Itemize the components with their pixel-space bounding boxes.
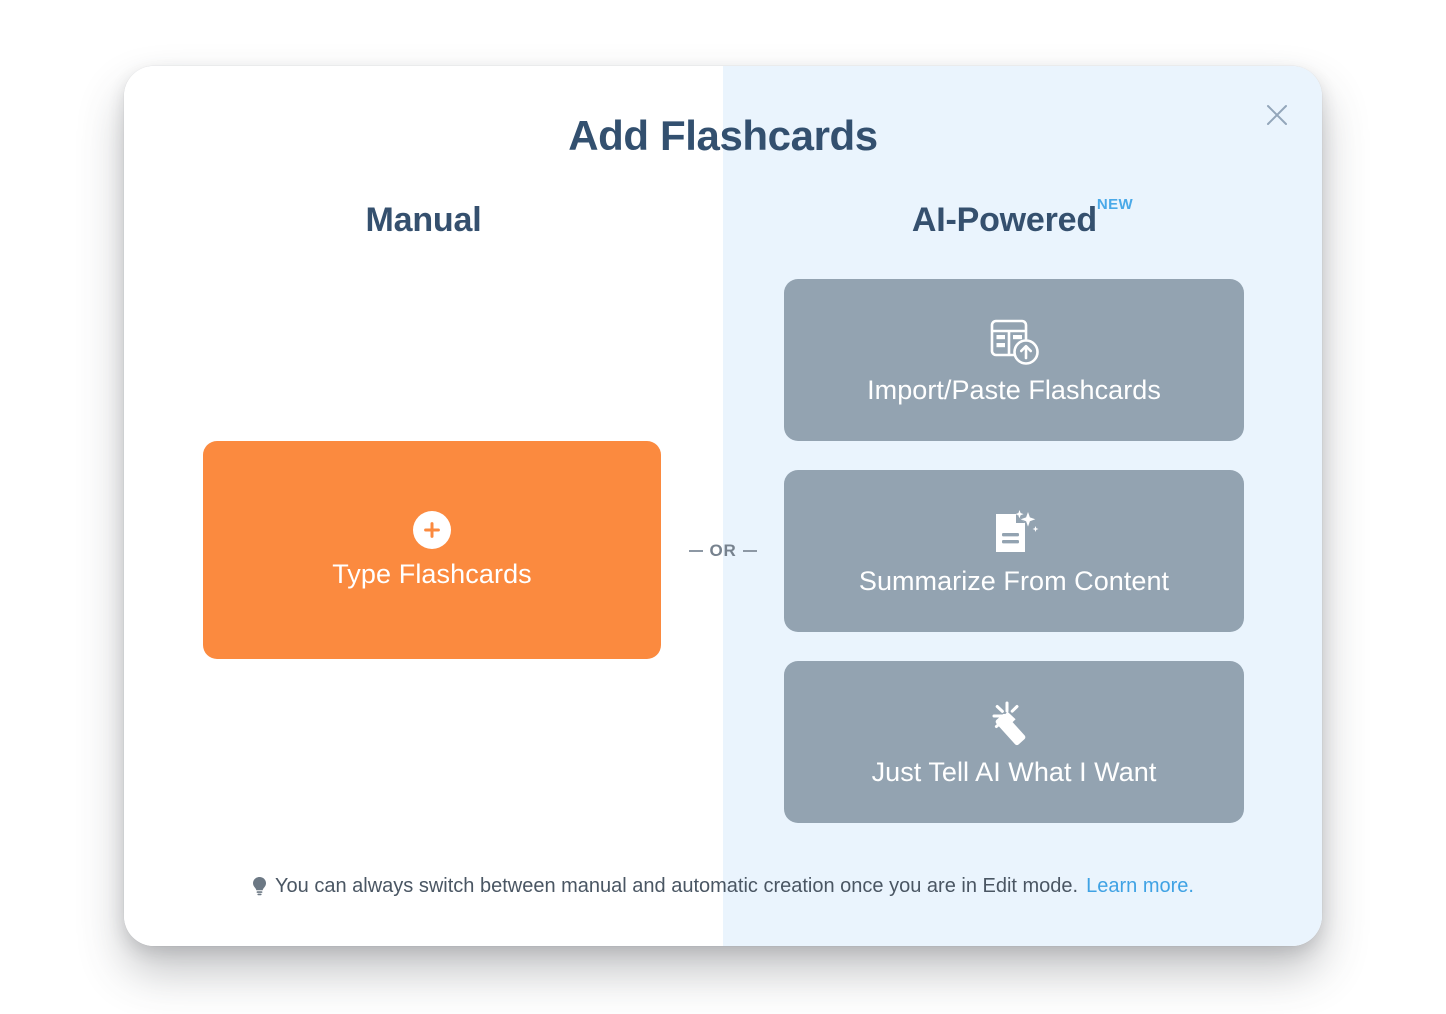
summarize-from-content-label: Summarize From Content	[858, 566, 1170, 597]
ai-column-heading: AI-PoweredNEW	[723, 196, 1322, 240]
or-dash-left	[688, 550, 703, 552]
learn-more-link[interactable]: Learn more.	[1086, 875, 1194, 897]
plus-circle-icon	[413, 510, 451, 549]
type-flashcards-label: Type Flashcards	[332, 558, 532, 589]
just-tell-ai-label: Just Tell AI What I Want	[871, 757, 1157, 788]
new-badge: NEW	[1096, 195, 1134, 213]
magic-wand-icon	[988, 696, 1040, 752]
summarize-from-content-button[interactable]: Summarize From Content	[784, 470, 1244, 632]
document-sparkle-icon	[988, 505, 1040, 561]
just-tell-ai-button[interactable]: Just Tell AI What I Want	[784, 661, 1244, 823]
or-label: OR	[709, 541, 737, 560]
ai-column-heading-label: AI-Powered	[911, 201, 1097, 239]
manual-column-heading: Manual	[365, 201, 482, 239]
ai-options-list: Import/Paste Flashcards	[784, 279, 1244, 823]
page-title: Add Flashcards	[568, 112, 878, 159]
or-dash-right	[743, 550, 758, 552]
add-flashcards-modal: Add Flashcards Manual AI-PoweredNEW Type…	[124, 66, 1322, 946]
type-flashcards-button[interactable]: Type Flashcards	[203, 441, 661, 659]
import-paste-flashcards-button[interactable]: Import/Paste Flashcards	[784, 279, 1244, 441]
footer-text: You can always switch between manual and…	[275, 875, 1079, 897]
or-divider: OR	[680, 501, 766, 601]
import-paste-flashcards-label: Import/Paste Flashcards	[867, 375, 1161, 406]
close-icon[interactable]	[1254, 92, 1300, 138]
table-upload-icon	[989, 314, 1039, 370]
footer-hint: You can always switch between manual and…	[124, 875, 1322, 898]
lightbulb-icon	[252, 876, 267, 897]
